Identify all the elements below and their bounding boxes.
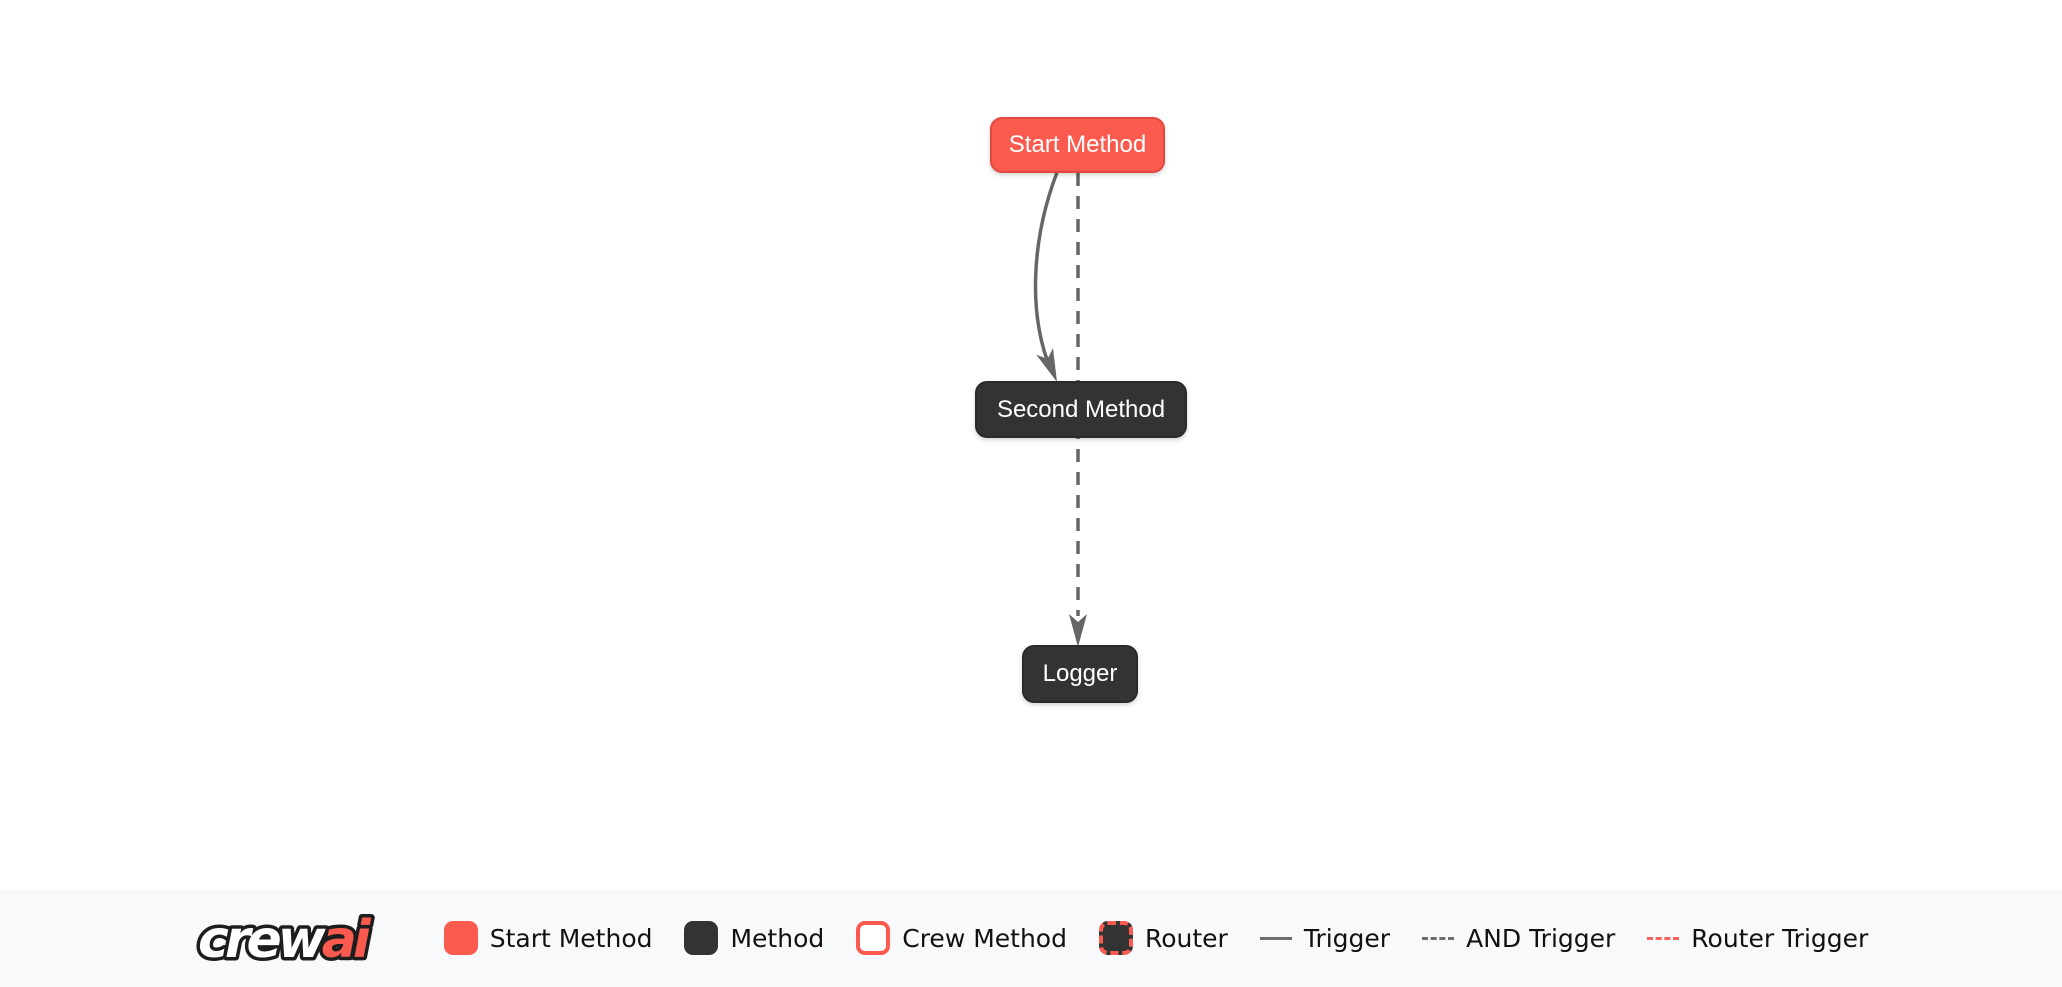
svg-text:crewai: crewai	[198, 910, 372, 970]
node-logger-label: Logger	[1042, 660, 1118, 687]
legend-label: Method	[730, 923, 825, 953]
and-trigger-line-icon	[1422, 936, 1455, 940]
legend-label: Router Trigger	[1691, 923, 1869, 953]
legend-item-router: Router	[1098, 921, 1228, 955]
router-trigger-line-icon	[1647, 936, 1680, 940]
node-logger[interactable]: Logger	[1022, 645, 1138, 703]
node-start-method-label: Start Method	[1008, 131, 1147, 158]
logo-ai-text: ai	[321, 910, 371, 970]
crewai-logo: crewai	[194, 901, 406, 975]
legend-label: AND Trigger	[1466, 923, 1616, 953]
start-method-swatch-icon	[443, 921, 478, 955]
edge-trigger	[1033, 159, 1064, 373]
method-swatch-icon	[684, 921, 719, 955]
legend-label: Router	[1144, 923, 1228, 953]
legend-item-method: Method	[684, 921, 824, 955]
legend-item-router-trigger: Router Trigger	[1647, 924, 1868, 953]
router-swatch-icon	[1098, 921, 1133, 955]
arrowhead-and-trigger-icon	[1069, 614, 1087, 647]
crewai-logo-icon: crewai	[194, 907, 379, 974]
node-second-method-label: Second Method	[996, 395, 1166, 423]
legend-label: Trigger	[1303, 923, 1391, 953]
legend-item-start-method: Start Method	[443, 921, 653, 955]
arrowhead-trigger-icon	[1036, 348, 1057, 382]
legend-label: Start Method	[489, 923, 653, 953]
trigger-line-icon	[1259, 936, 1292, 940]
legend-item-and-trigger: AND Trigger	[1422, 924, 1615, 953]
node-second-method[interactable]: Second Method	[975, 381, 1187, 438]
legend-label: Crew Method	[902, 923, 1067, 953]
crew-method-swatch-icon	[856, 921, 891, 955]
legend-item-crew-method: Crew Method	[856, 921, 1067, 955]
flow-canvas[interactable]: Start Method Second Method Logger	[0, 0, 2062, 889]
logo-crew-text: crew	[198, 910, 327, 970]
legend-item-trigger: Trigger	[1259, 923, 1391, 953]
legend-footer: crewai Start Method Method Crew Method R…	[0, 889, 2062, 987]
node-start-method[interactable]: Start Method	[990, 117, 1165, 173]
